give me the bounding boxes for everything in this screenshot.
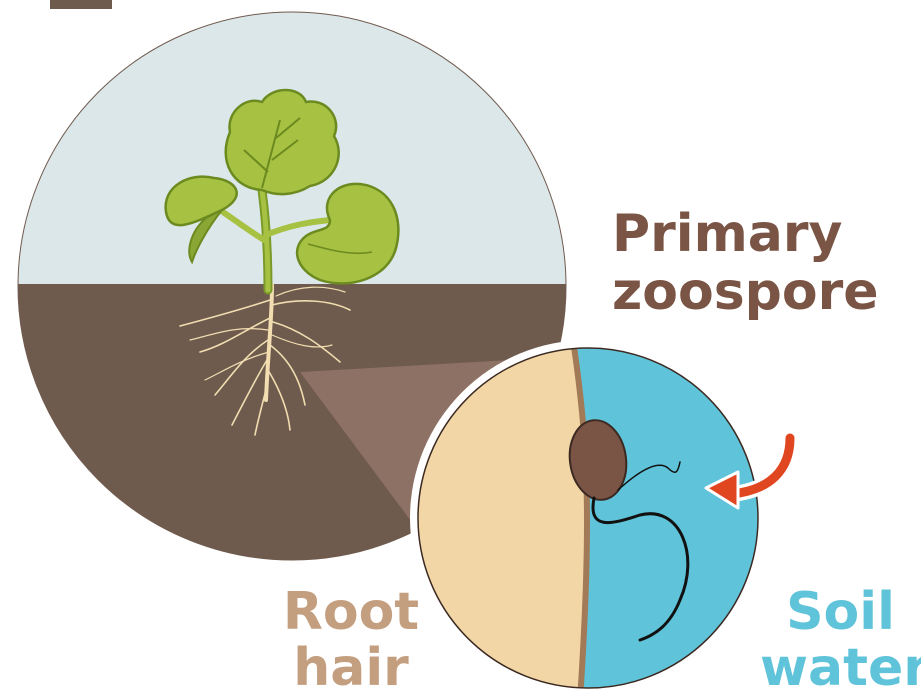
soil-water-line2: water [760, 642, 921, 698]
primary-zoospore-line1: Primary [612, 208, 879, 266]
root-hair-label: Root hair [276, 586, 426, 698]
primary-zoospore-line2: zoospore [612, 266, 879, 324]
soil-water-line1: Soil [760, 586, 921, 642]
top-leaf [226, 90, 339, 194]
root-hair-line2: hair [276, 642, 426, 698]
soil-water-label: Soil water [760, 586, 921, 698]
root-hair-line1: Root [276, 586, 426, 642]
primary-zoospore-label: Primary zoospore [612, 208, 879, 324]
